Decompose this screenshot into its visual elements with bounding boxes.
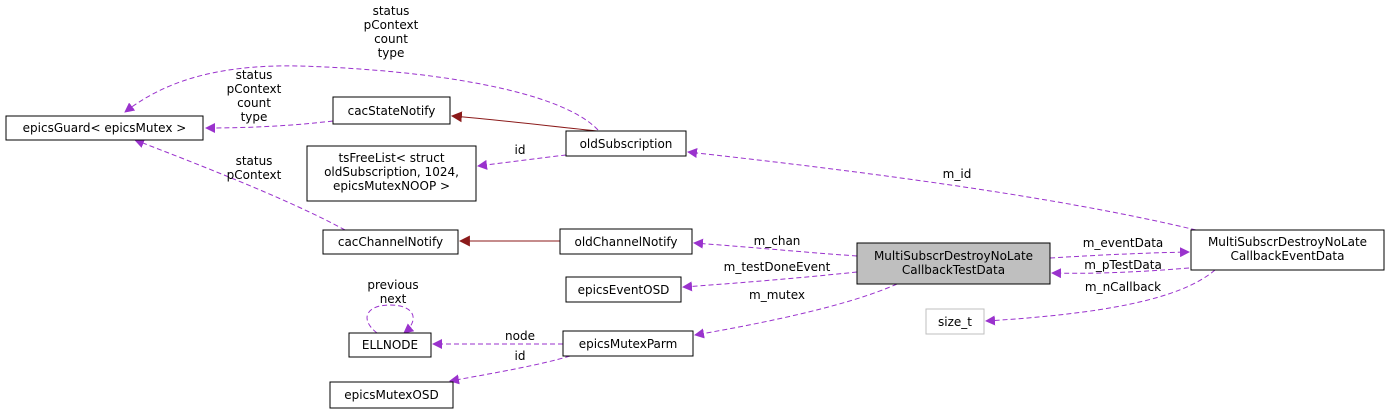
text-line: epicsMutexNOOP >	[333, 179, 450, 193]
edge-testdata-mutexparm	[694, 283, 898, 339]
text-line: status	[373, 4, 410, 18]
node-epics-mutex-osd[interactable]: epicsMutexOSD	[329, 381, 454, 409]
label-mutexparm-mutexosd: id	[515, 349, 526, 363]
text-line: tsFreeList< struct	[338, 151, 444, 165]
label-eventdata-subscription: m_id	[943, 167, 972, 181]
label-eventdata-size: m_nCallback	[1085, 280, 1161, 294]
text-line: pContext	[227, 168, 282, 182]
text-line: ELLNODE	[362, 338, 418, 352]
text-line: cacStateNotify	[348, 104, 436, 118]
text-line: m_testDoneEvent	[724, 260, 831, 274]
label-subscription-freelist: id	[515, 143, 526, 157]
text-line: next	[380, 292, 407, 306]
label-testdata-mutexparm: m_mutex	[749, 288, 805, 302]
node-ellnode[interactable]: ELLNODE	[348, 332, 432, 358]
edge-ellnode-self	[366, 304, 415, 334]
text-line: m_chan	[754, 234, 801, 248]
node-epics-guard[interactable]: epicsGuard< epicsMutex >	[5, 115, 204, 141]
svg-text:cacStateNotify: cacStateNotify	[348, 104, 436, 118]
svg-text:ELLNODE: ELLNODE	[362, 338, 418, 352]
text-line: oldSubscription, 1024,	[324, 165, 459, 179]
nodes: epicsGuard< epicsMutex > cacStateNotify …	[5, 96, 1385, 409]
text-line: m_mutex	[749, 288, 805, 302]
text-line: status	[236, 68, 273, 82]
svg-text:oldChannelNotify: oldChannelNotify	[574, 235, 677, 249]
text-line: m_id	[943, 167, 972, 181]
text-line: epicsGuard< epicsMutex >	[23, 121, 187, 135]
text-line: pContext	[227, 82, 282, 96]
edge-mutexparm-mutexosd	[449, 355, 571, 385]
text-line: status	[236, 154, 273, 168]
text-line: m_nCallback	[1085, 280, 1161, 294]
edge-testdata-chan	[693, 238, 858, 257]
text-line: epicsMutexOSD	[344, 388, 438, 402]
node-epics-mutex-parm[interactable]: epicsMutexParm	[562, 330, 694, 357]
edge-eventdata-subscription	[687, 148, 1197, 231]
label-testdata-eventdata: m_eventData	[1083, 236, 1164, 250]
text-line: count	[237, 96, 271, 110]
text-line: previous	[367, 278, 418, 292]
label-testdata-chan: m_chan	[754, 234, 801, 248]
text-line: m_pTestData	[1084, 258, 1162, 272]
node-old-channel-notify[interactable]: oldChannelNotify	[559, 228, 693, 255]
text-line: oldChannelNotify	[574, 235, 677, 249]
text-line: MultiSubscrDestroyNoLate	[874, 249, 1033, 263]
text-line: id	[515, 143, 526, 157]
node-old-subscription[interactable]: oldSubscription	[565, 130, 687, 157]
edge-testdata-eventdata	[1049, 247, 1190, 259]
edge-subscription-statenotify	[450, 111, 598, 132]
text-line: CallbackEventData	[1231, 249, 1345, 263]
label-mutexparm-ellnode: node	[505, 329, 535, 343]
svg-text:oldSubscription: oldSubscription	[580, 137, 673, 151]
text-line: epicsEventOSD	[578, 283, 670, 297]
text-line: m_eventData	[1083, 236, 1164, 250]
edge-subscription-freelist	[477, 154, 567, 170]
text-line: id	[515, 349, 526, 363]
edge-eventdata-testdata	[1051, 267, 1190, 279]
svg-text:epicsMutexOSD: epicsMutexOSD	[344, 388, 438, 402]
text-line: CallbackTestData	[902, 263, 1005, 277]
svg-text:epicsEventOSD: epicsEventOSD	[578, 283, 670, 297]
edge-channelnotify-guard	[134, 138, 346, 231]
edge-subscription-guard	[124, 65, 599, 131]
text-line: oldSubscription	[580, 137, 673, 151]
node-cac-channel-notify[interactable]: cacChannelNotify	[322, 229, 459, 255]
label-testdata-eventosd: m_testDoneEvent	[724, 260, 831, 274]
text-line: size_t	[938, 315, 972, 329]
text-line: type	[241, 110, 268, 124]
text-line: type	[378, 46, 405, 60]
text-line: count	[374, 32, 408, 46]
text-line: cacChannelNotify	[338, 235, 443, 249]
node-cac-state-notify[interactable]: cacStateNotify	[332, 96, 451, 125]
svg-text:size_t: size_t	[938, 315, 972, 329]
text-line: node	[505, 329, 535, 343]
svg-text:cacChannelNotify: cacChannelNotify	[338, 235, 443, 249]
edge-testdata-eventosd	[682, 271, 858, 292]
text-line: pContext	[364, 18, 419, 32]
edge-eventdata-size	[985, 269, 1216, 326]
svg-text:epicsMutexParm: epicsMutexParm	[579, 337, 678, 351]
node-size-t[interactable]: size_t	[925, 308, 985, 335]
text-line: epicsMutexParm	[579, 337, 678, 351]
label-eventdata-testdata: m_pTestData	[1084, 258, 1162, 272]
edge-statenotify-guard	[205, 120, 334, 133]
text-line: MultiSubscrDestroyNoLate	[1208, 235, 1367, 249]
edges	[124, 65, 1216, 385]
node-epics-event-osd[interactable]: epicsEventOSD	[565, 276, 682, 303]
svg-text:epicsGuard< epicsMutex >: epicsGuard< epicsMutex >	[23, 121, 187, 135]
